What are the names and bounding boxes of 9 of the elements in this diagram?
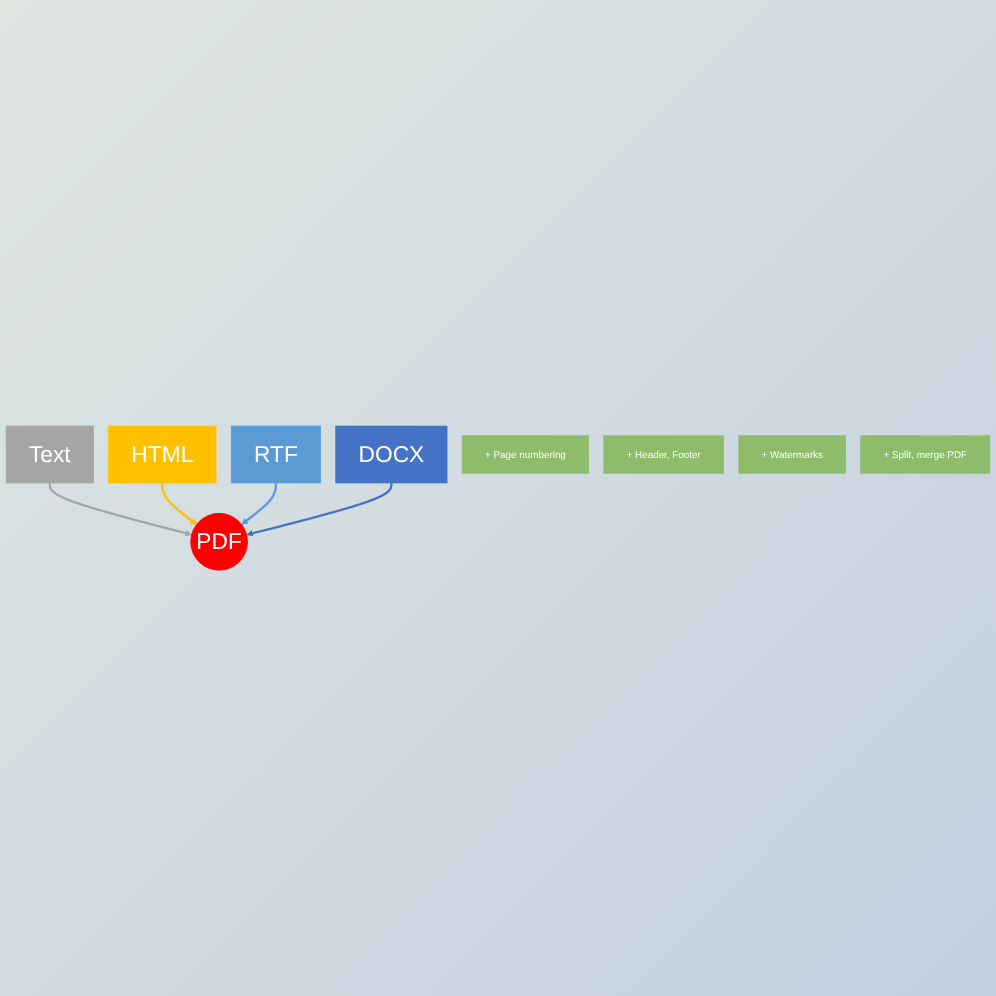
arrow — [246, 482, 393, 537]
node-box: Text — [5, 425, 94, 484]
node-box: HTML — [108, 425, 217, 484]
node-circle: PDF — [190, 512, 248, 571]
arrow — [48, 482, 192, 537]
arrow — [161, 482, 197, 525]
node-box: RTF — [230, 425, 321, 484]
node-box: DOCX — [335, 425, 448, 484]
arrow — [241, 482, 278, 525]
